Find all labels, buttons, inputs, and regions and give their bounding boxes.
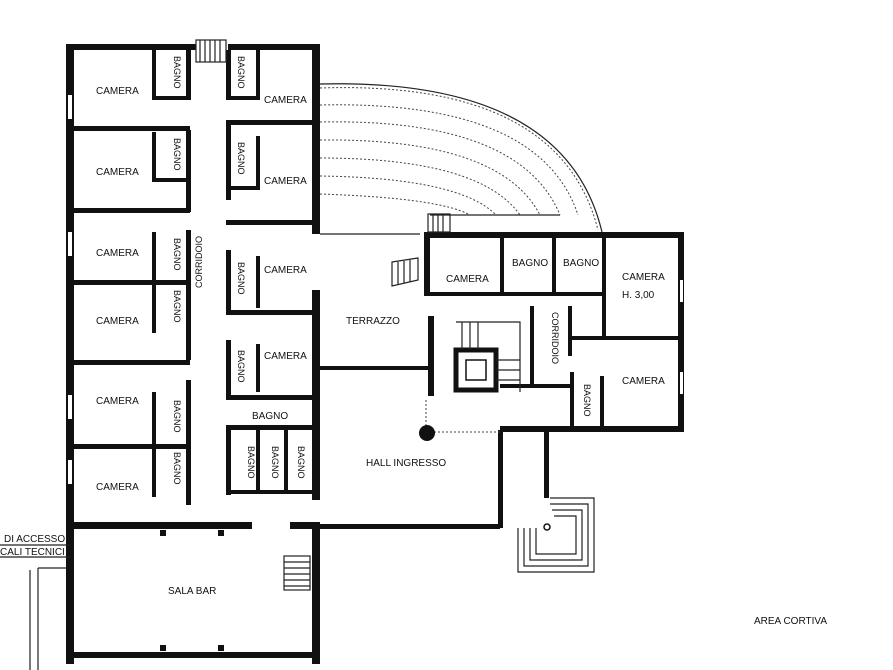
room-label-bagno: BAGNO — [236, 56, 246, 89]
room-label-camera: CAMERA — [96, 482, 139, 493]
room-label-camera: CAMERA — [622, 272, 665, 283]
room-label-bagno: BAGNO — [172, 238, 182, 271]
room-label-bagno: BAGNO — [172, 56, 182, 89]
access-label-line1: DI ACCESSO — [4, 534, 65, 545]
room-label-camera: CAMERA — [264, 95, 307, 106]
room-label-corridoio: CORRIDOIO — [194, 236, 204, 288]
room-height-label: H. 3,00 — [622, 290, 655, 301]
room-label-camera: CAMERA — [96, 248, 139, 259]
bar-stair — [283, 555, 311, 591]
room-label-camera: CAMERA — [264, 176, 307, 187]
left-wing-walls — [66, 39, 320, 664]
room-label-camera: CAMERA — [96, 316, 139, 327]
room-label-camera: CAMERA — [264, 351, 307, 362]
room-label-camera: CAMERA — [446, 274, 489, 285]
room-label-bagno: BAGNO — [172, 290, 182, 323]
room-label-bagno: BAGNO — [296, 446, 306, 479]
room-label-bagno: BAGNO — [563, 258, 599, 269]
room-label-bagno: BAGNO — [236, 262, 246, 295]
room-label-bagno: BAGNO — [512, 258, 548, 269]
room-label-sala-bar: SALA BAR — [168, 586, 216, 597]
right-wing-walls — [424, 213, 684, 432]
room-label-camera: CAMERA — [96, 396, 139, 407]
room-label-camera: CAMERA — [622, 376, 665, 387]
room-label-bagno: BAGNO — [246, 446, 256, 479]
area-cortiva-label: AREA CORTIVA — [754, 616, 827, 627]
terrace-steps — [319, 83, 603, 233]
hall-walls — [320, 233, 551, 531]
room-label-bagno: BAGNO — [236, 142, 246, 175]
room-label-bagno: BAGNO — [252, 411, 288, 422]
room-label-bagno: BAGNO — [236, 350, 246, 383]
access-path — [0, 544, 70, 670]
room-label-corridoio: CORRIDOIO — [550, 312, 560, 364]
room-label-camera: CAMERA — [264, 265, 307, 276]
room-label-bagno: BAGNO — [172, 400, 182, 433]
room-label-camera: CAMERA — [96, 167, 139, 178]
room-label-camera: CAMERA — [96, 86, 139, 97]
top-stair — [195, 39, 227, 63]
room-label-bagno: BAGNO — [582, 384, 592, 417]
room-label-bagno: BAGNO — [172, 452, 182, 485]
access-label-line2: CALI TECNICI — [0, 547, 65, 558]
room-label-bagno: BAGNO — [270, 446, 280, 479]
room-label-hall: HALL INGRESSO — [366, 458, 446, 469]
room-label-bagno: BAGNO — [172, 138, 182, 171]
room-label-terrazzo: TERRAZZO — [346, 316, 400, 327]
entrance-steps — [517, 497, 595, 573]
